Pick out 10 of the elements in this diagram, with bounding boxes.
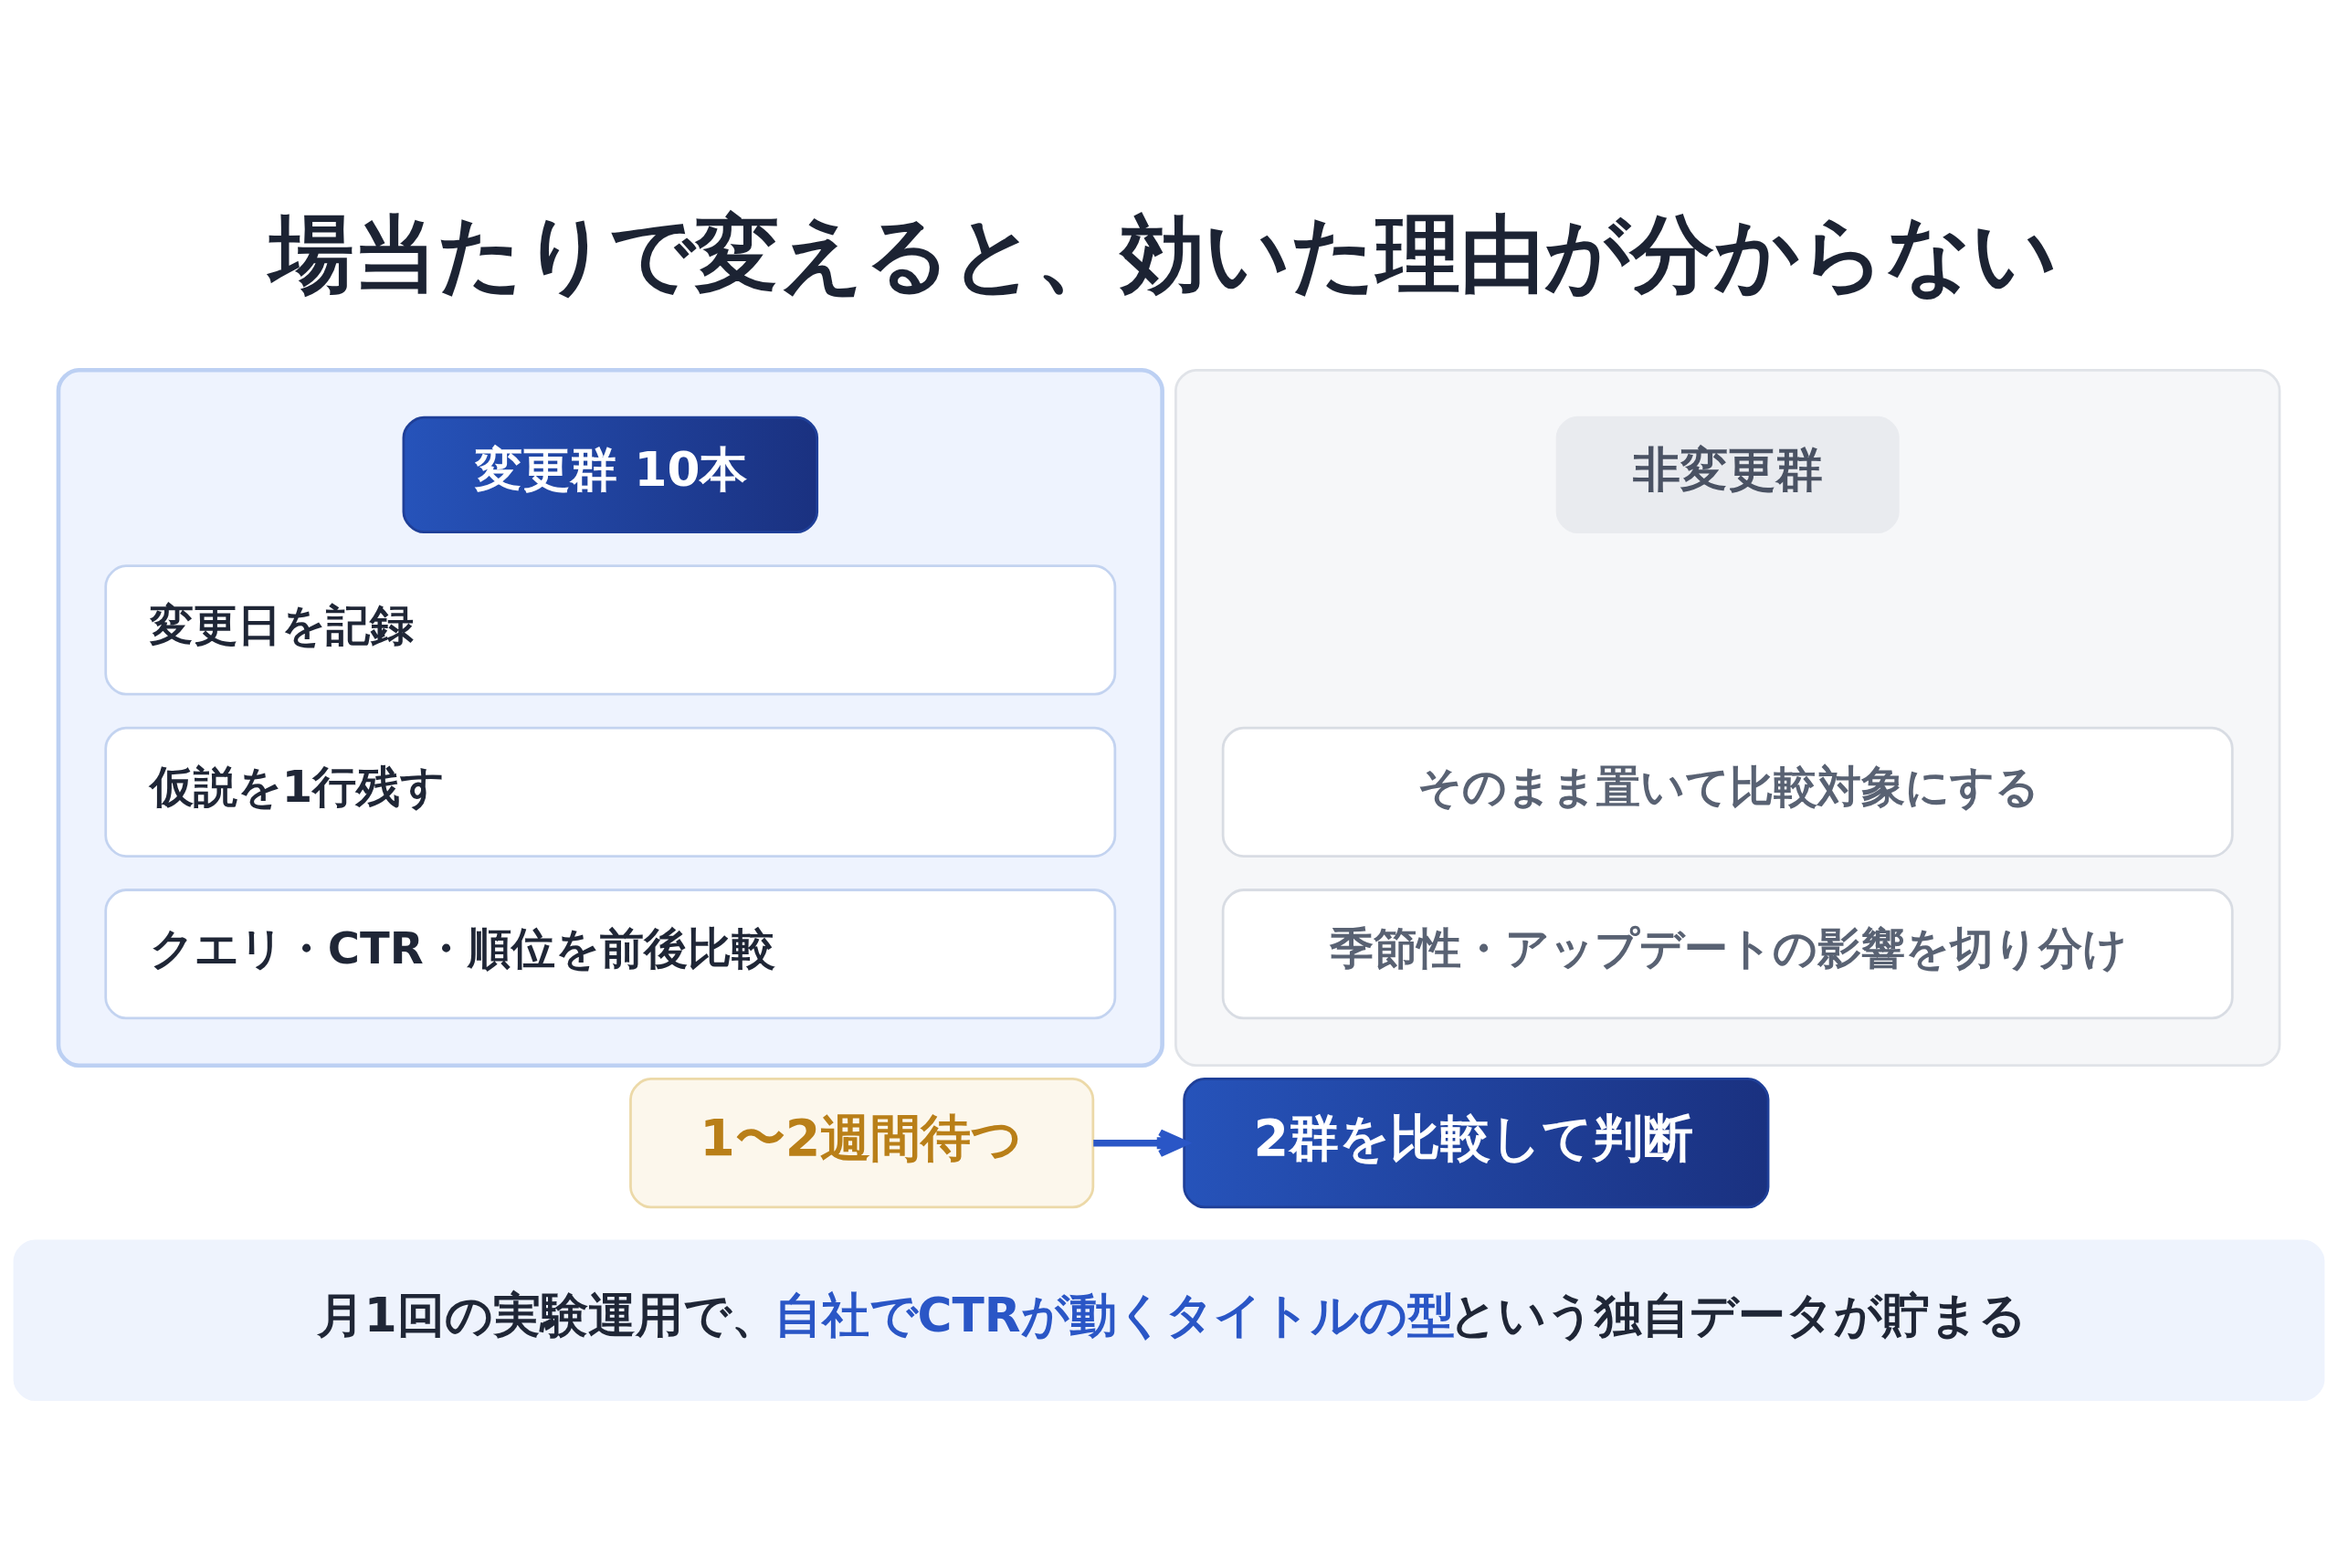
node-box: クエリ・CTR・順位を前後比較: [104, 888, 1117, 1019]
node-box: 1〜2週間待つ: [629, 1077, 1095, 1208]
node-box: 変更群 10本: [402, 416, 819, 533]
node-box: そのまま置いて比較対象にする: [1221, 726, 2234, 858]
cluster: [56, 367, 1164, 1068]
node-box: 季節性・アップデートの影響を切り分け: [1221, 888, 2234, 1019]
node-box: 仮説を1行残す: [104, 726, 1117, 858]
node-box: 2群を比較して判断: [1183, 1077, 1770, 1208]
node-box: 変更日を記録: [104, 563, 1117, 695]
cluster: [1174, 368, 2281, 1067]
